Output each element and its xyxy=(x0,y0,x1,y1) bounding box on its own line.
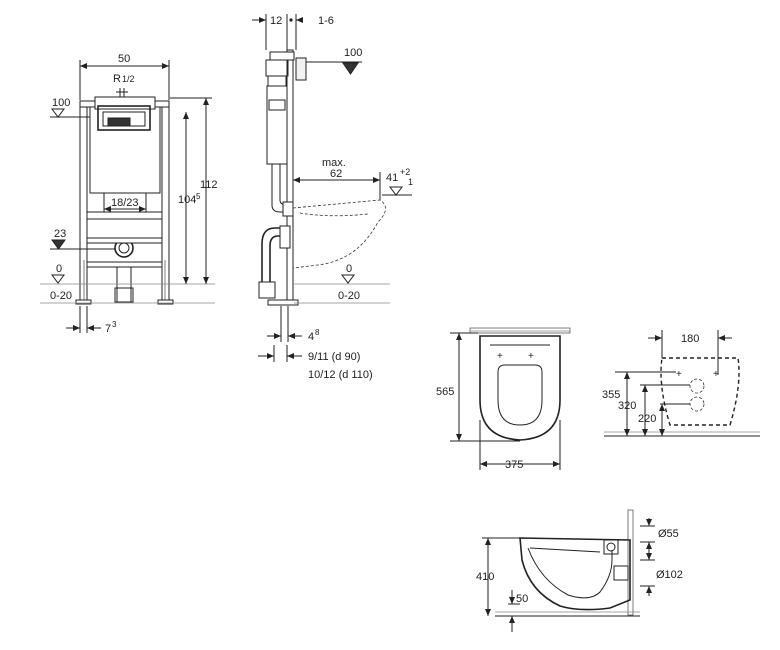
svg-text:+: + xyxy=(528,351,534,362)
front-foot-offset: 7 xyxy=(105,323,111,335)
side-pipe-110: 10/12 (d 110) xyxy=(308,369,373,381)
rear-h220: 220 xyxy=(638,413,656,425)
side-depth-adjust: 1-6 xyxy=(318,15,334,27)
front-level-100: 100 xyxy=(52,97,70,109)
side-offset-4-sup: 8 xyxy=(315,328,320,337)
rear-spacing-180: 180 xyxy=(681,333,699,345)
bowl-side-view: 410 50 Ø55 Ø102 xyxy=(476,509,683,632)
side-offset-4: 4 xyxy=(308,331,314,343)
bowl-top-view: + + 565 375 xyxy=(436,327,571,471)
side-view: 12 1-6 100 max. 62 41 +2 1 0 0-20 4 8 xyxy=(252,14,413,381)
side-level-range: 0-20 xyxy=(338,290,360,302)
side-seat-height: 41 xyxy=(386,172,398,184)
side-level-0: 0 xyxy=(346,263,352,275)
rear-h355: 355 xyxy=(602,389,620,401)
bowl-rear-view: + + 180 355 320 220 xyxy=(602,330,760,437)
front-connection-frac: 1/2 xyxy=(122,74,135,84)
side-bowl-offset: 50 xyxy=(516,593,528,605)
front-level-23: 23 xyxy=(54,228,66,240)
front-spacing-inner: 18/23 xyxy=(111,197,139,209)
svg-text:+: + xyxy=(713,369,719,380)
side-pipe-90: 9/11 (d 90) xyxy=(308,351,360,363)
front-view: 50 R 1/2 112 104 5 100 23 0 0-20 18/23 7… xyxy=(40,53,218,335)
front-foot-offset-sup: 3 xyxy=(112,320,117,329)
front-height-inner: 104 xyxy=(178,194,196,206)
front-height-inner-sup: 5 xyxy=(196,192,201,201)
front-width-label: 50 xyxy=(118,53,130,65)
side-seat-tol-plus: +2 xyxy=(400,167,410,177)
side-level-100: 100 xyxy=(344,47,362,59)
side-seat-tol-minus: 1 xyxy=(408,177,413,187)
bowl-length: 565 xyxy=(436,386,454,398)
rear-h320: 320 xyxy=(618,400,636,412)
bowl-width: 375 xyxy=(505,459,523,471)
front-connection-label: R xyxy=(113,73,121,85)
side-max-62: 62 xyxy=(330,168,342,180)
svg-text:+: + xyxy=(497,351,503,362)
side-depth-12: 12 xyxy=(270,15,282,27)
svg-text:+: + xyxy=(676,369,682,380)
flush-plate xyxy=(97,105,151,131)
side-bowl-height: 410 xyxy=(476,571,494,583)
side-d55: Ø55 xyxy=(658,528,679,540)
side-max-label: max. xyxy=(322,157,346,169)
side-d102: Ø102 xyxy=(656,569,683,581)
front-height-total: 112 xyxy=(200,179,218,191)
front-level-0: 0 xyxy=(56,263,62,275)
front-level-range: 0-20 xyxy=(50,290,72,302)
